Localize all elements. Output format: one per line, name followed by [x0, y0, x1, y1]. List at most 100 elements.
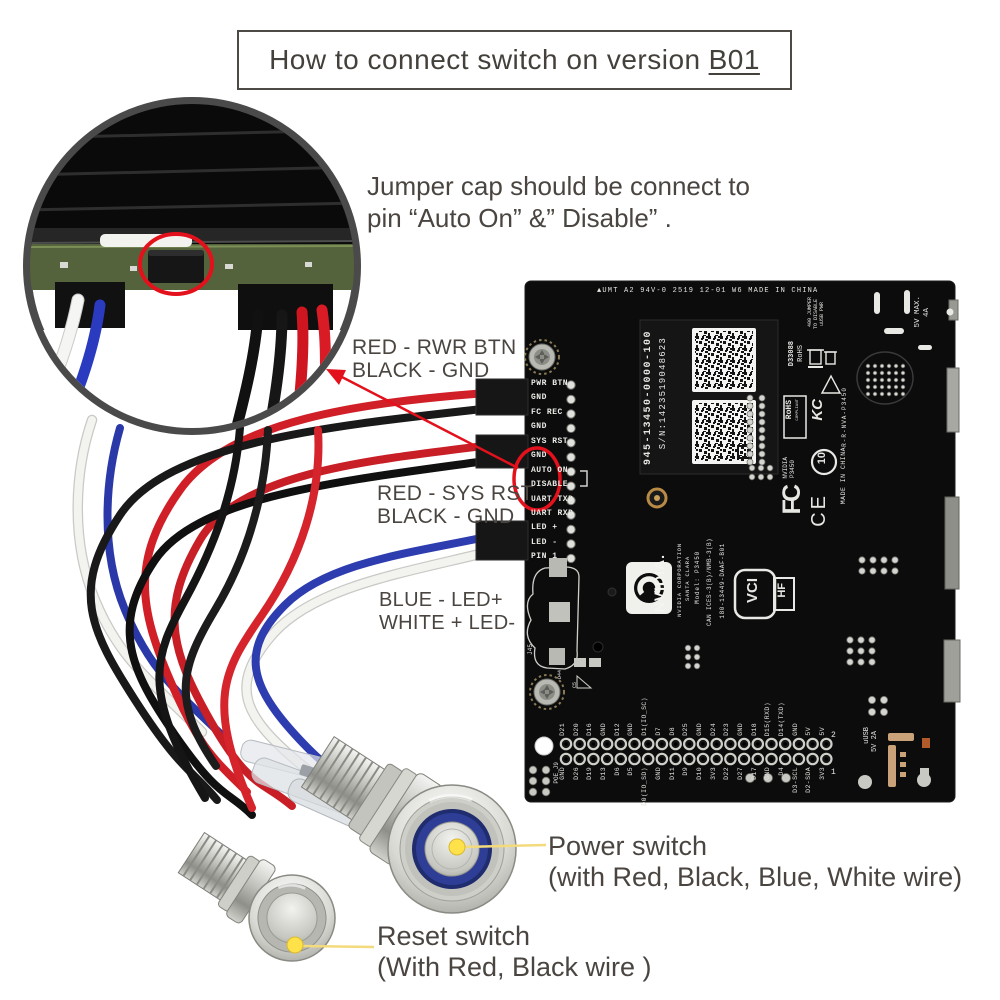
uusb-l2: 5V 2A [871, 731, 879, 753]
pad-clusters [528, 363, 906, 797]
gpio-pin-label: D0(IO_SD) [641, 767, 649, 806]
gpio-pin-label: D11 [668, 767, 676, 780]
rohs-box-line2: COMPLIANT [796, 399, 800, 421]
gpio-pin-label: GND [764, 767, 772, 780]
title-box: How to connect switch on version B01 [237, 30, 792, 90]
board-pin-label: PWR BTN [531, 379, 569, 388]
board-pin-label: AUTO ON [531, 465, 569, 475]
reg-number: R-R-NVA-P3450 [841, 387, 848, 447]
rst-wire-label: RED - SYS RST BLACK - GND [377, 482, 534, 528]
led-wire-line2: WHITE + LED- [379, 612, 516, 634]
board-pin-label: GND [531, 422, 547, 432]
board-pin-label: GND [531, 451, 547, 461]
led-wire-label: BLUE - LED+ WHITE + LED- [379, 589, 515, 635]
jumper-note-line1: Jumper cap should be connect to [367, 171, 751, 201]
pcb-board [524, 280, 961, 803]
ref-d44: D44 [557, 670, 563, 680]
pin2-marker: 2 [831, 731, 836, 740]
pin1-marker: 1 [831, 768, 836, 777]
led-wire-line1: BLUE - LED+ [379, 589, 503, 611]
vcci-mark: VCI [744, 578, 761, 604]
jumper-highlight-circle [138, 232, 214, 296]
title-text: How to connect switch on version [269, 44, 701, 75]
board-top-edge-text: ▲UMT A2 94V-0 2519 12-01 W6 MADE IN CHIN… [597, 287, 819, 295]
gpio-pin-label: D14(TXD) [778, 701, 785, 736]
gpio-pin-label: D21 [559, 723, 566, 736]
weee-icons [807, 349, 842, 394]
ref-j45: J45 [527, 644, 534, 655]
gpio-pin-label: D26 [572, 767, 580, 780]
gpio-pin-label: D23 [723, 723, 731, 736]
screw-top-left [524, 339, 560, 375]
board-pin-label: FC REC [531, 407, 563, 417]
hf-mark: HF [776, 583, 788, 598]
gpio-pin-label: D19 [586, 767, 594, 780]
board-model: Model: P3450 [694, 551, 701, 604]
j45-footprint [526, 558, 617, 689]
board-pin-label: GND [531, 393, 547, 403]
power-label-line1: Power switch [548, 831, 708, 861]
edge-pads [874, 290, 954, 350]
gpio-pin-label: D9 [682, 767, 690, 776]
gpio-pin-label: D1(IO_SC) [641, 697, 649, 736]
gpio-pin-label: GND [654, 767, 662, 780]
nvidia-wordmark: NVIDIA. [651, 554, 667, 613]
board-pin-label: LED - [531, 537, 558, 547]
pwr-wire-label: RED - RWR BTN BLACK - GND [352, 336, 517, 382]
rohs-box-line1: RoHS [785, 400, 794, 420]
board-part2: 180-13449-DAAF-B01 [719, 543, 726, 619]
ref-poe: POE_J9 [553, 762, 560, 784]
reset-label-line1: Reset switch [377, 921, 531, 951]
wire-bundle [72, 388, 506, 819]
rst-wire-line2: BLACK - GND [377, 505, 515, 528]
screw-bottom-left [529, 674, 565, 710]
power-switch-label: Power switch (with Red, Black, Blue, Whi… [548, 831, 962, 893]
gpio-pin-label: D4 [778, 767, 785, 776]
uusb-l1: uUSB [863, 727, 871, 744]
nvidia-city: SANTA CLARA [684, 556, 691, 602]
gpio-pin-label: D6 [613, 767, 621, 776]
made-in-china: MADE IN CHINA [840, 447, 847, 505]
qr-code-bottom [695, 403, 753, 461]
qr-code-top [695, 331, 753, 389]
reset-switch-label: Reset switch (With Red, Black wire ) [377, 921, 652, 983]
title-version: B01 [708, 44, 760, 75]
board-pin-label: UART RXD [531, 508, 574, 518]
board-pin-label: PIN 1 [531, 552, 558, 562]
gpio-pin-label: GND [736, 723, 744, 736]
gpio-pin-label: D12 [613, 723, 621, 736]
rst-wire-line1: RED - SYS RST [377, 482, 534, 505]
board-pin-label: UART TXD [531, 494, 574, 504]
nvidia-corp: NVIDIA CORPORATION [676, 543, 683, 617]
gpio-pin-label: GND [559, 767, 566, 780]
ices-text: CAN ICES-3(B)/NMB-3(B) [706, 538, 713, 627]
uusb-pads [888, 733, 930, 787]
gpio-pin-label: D16 [586, 723, 594, 736]
power-label-line2: (with Red, Black, Blue, White wire) [548, 862, 963, 892]
left-pin-pads [566, 380, 576, 564]
jumper-note-l3: uUSB PWR [819, 302, 825, 327]
board-pin-label: LED + [531, 523, 558, 533]
gpio-pin-label: D18 [750, 723, 758, 736]
jumper-note: Jumper cap should be connect to pin “Aut… [367, 170, 750, 234]
reset-switch [177, 831, 336, 962]
ce-mark: CE [808, 493, 830, 527]
gpio-pin-label: D24 [709, 723, 717, 736]
gpio-pin-label: GND [600, 723, 608, 736]
red-arrowhead [326, 369, 346, 385]
gpio-pin-label: D3-SCL [791, 767, 799, 793]
kc-mark: KC [809, 399, 826, 421]
max-power-l1: 5V MAX. [914, 296, 922, 328]
board-pin-label: DISABLE [531, 480, 569, 490]
gpio-pin-label: D10 [695, 767, 703, 780]
gpio-pin-label: 3V3 [709, 767, 717, 780]
reset-switch-marker [286, 936, 304, 954]
gpio-pin-label: GND [695, 723, 703, 736]
gpio-pin-label: D22 [723, 767, 731, 780]
inset-photo [23, 97, 361, 435]
